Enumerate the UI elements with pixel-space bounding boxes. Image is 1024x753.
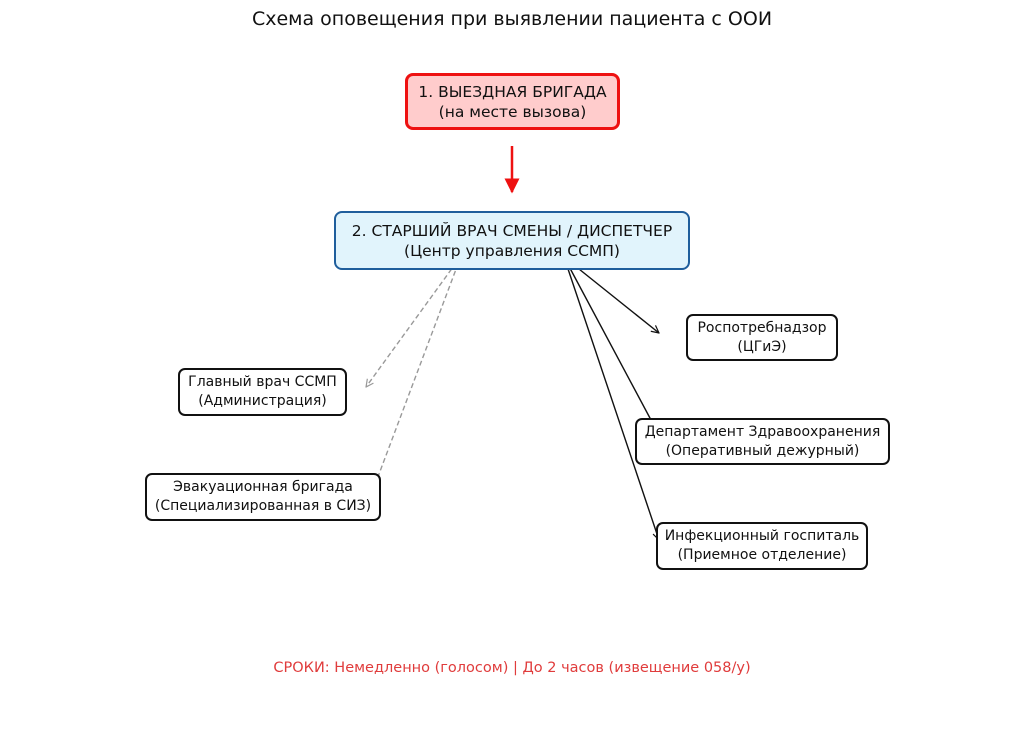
node-health-department: Департамент Здравоохранения (Оперативный… (635, 418, 890, 465)
node-infectious-hospital-subtitle: (Приемное отделение) (677, 547, 847, 563)
deadlines-note: СРОКИ: Немедленно (голосом) | До 2 часов… (273, 660, 751, 676)
node-rospotrebnadzor-title: Роспотребнадзор (697, 319, 827, 336)
diagram-title: Схема оповещения при выявлении пациента … (251, 8, 773, 30)
node-evacuation-team: Эвакуационная бригада (Специализированна… (145, 473, 381, 521)
node-health-department-subtitle: (Оперативный дежурный) (665, 442, 860, 459)
edge-dispatcher-to-evacuation-team (373, 255, 462, 490)
node-chief-doctor-title: Главный врач ССМП (188, 374, 337, 390)
node-infectious-hospital: Инфекционный госпиталь (Приемное отделен… (656, 522, 868, 570)
edge-dispatcher-to-chief-doctor (366, 255, 462, 387)
node-brigade-title: 1. ВЫЕЗДНАЯ БРИГАДА (418, 82, 607, 101)
node-brigade-subtitle: (на месте вызова) (438, 102, 587, 121)
node-chief-doctor-subtitle: (Администрация) (198, 393, 327, 409)
node-brigade: 1. ВЫЕЗДНАЯ БРИГАДА (на месте вызова) (405, 73, 620, 130)
node-rospotrebnadzor: Роспотребнадзор (ЦГиЭ) (686, 314, 838, 361)
node-evacuation-team-title: Эвакуационная бригада (173, 479, 353, 495)
edge-dispatcher-to-infectious-hospital (563, 256, 659, 540)
node-infectious-hospital-title: Инфекционный госпиталь (664, 528, 860, 544)
node-rospotrebnadzor-subtitle: (ЦГиЭ) (737, 338, 787, 355)
node-health-department-title: Департамент Здравоохранения (644, 423, 881, 440)
node-chief-doctor: Главный врач ССМП (Администрация) (178, 368, 347, 416)
node-dispatcher-subtitle: (Центр управления ССМП) (404, 241, 620, 260)
node-dispatcher-title: 2. СТАРШИЙ ВРАЧ СМЕНЫ / ДИСПЕТЧЕР (351, 221, 673, 240)
edge-dispatcher-to-health-department (563, 256, 659, 435)
node-evacuation-team-subtitle: (Специализированная в СИЗ) (154, 498, 372, 514)
node-dispatcher: 2. СТАРШИЙ ВРАЧ СМЕНЫ / ДИСПЕТЧЕР (Центр… (334, 211, 690, 270)
